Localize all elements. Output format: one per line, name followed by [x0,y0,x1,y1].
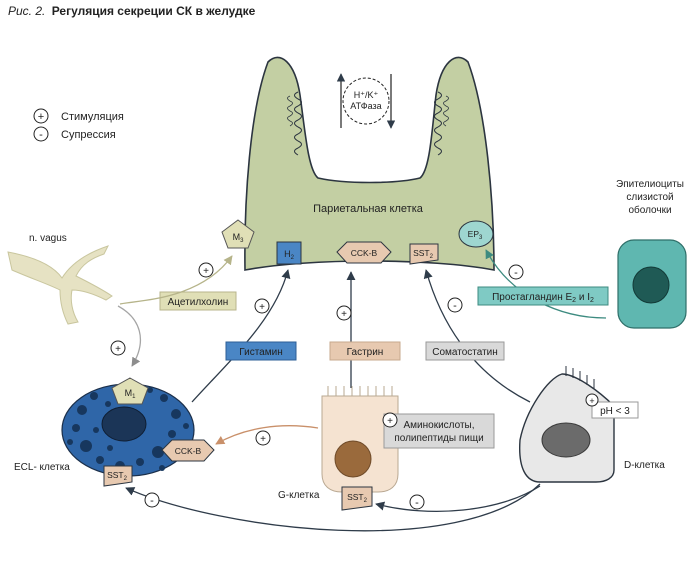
parietal-cell-label: Париетальная клетка [313,203,424,215]
svg-text:SST2: SST2 [107,470,128,482]
svg-text:+: + [38,111,44,123]
svg-text:EP3: EP3 [468,229,483,241]
histamine-plus-icon [254,298,270,314]
histamine-arrow [191,269,291,403]
svg-text:-: - [415,497,419,509]
svg-text:+: + [203,266,209,277]
legend: + Стимуляция - Супрессия [33,108,124,142]
svg-text:+: + [589,396,594,406]
suppression-legend-label: Супрессия [61,129,116,141]
gastrin-plus-icon [336,305,352,321]
d-cell-label: D-клетка [624,460,665,471]
vagus-nerve: n. vagus [7,233,113,325]
svg-text:-: - [453,300,457,312]
svg-text:M3: M3 [233,232,245,244]
figure-caption: Рис. 2. Регуляция секреции СК в желудке [8,4,256,18]
svg-text:Гистамин: Гистамин [239,347,282,358]
vagus-to-ecl-arrow [117,305,142,367]
histamine-label: Гистамин [225,341,297,361]
svg-text:M1: M1 [125,388,137,400]
sst2-receptor: SST2 [409,243,439,265]
svg-text:полипептиды пищи: полипептиды пищи [394,433,483,444]
svg-text:+: + [341,309,347,320]
d-g-minus-icon [409,494,425,510]
svg-text:SST2: SST2 [347,492,368,504]
h2-receptor: H2 [276,241,302,265]
g-cell-stimulus-label: Аминокислоты, полипептиды пищи [383,413,495,449]
svg-text:-: - [150,495,154,507]
ecl-cell-label: ECL- клетка [14,462,70,473]
proton-pump-label-1: H⁺/K⁺ [354,90,379,100]
ecl-nucleus [101,406,147,442]
svg-text:Простагландин E2 и I2: Простагландин E2 и I2 [492,292,594,304]
svg-text:Эпителиоциты: Эпителиоциты [616,179,684,190]
vagus-label: n. vagus [29,233,67,244]
cckb-receptor: CCK-B [336,241,392,264]
d-to-g-arrow [375,485,541,512]
ecl-m1-receptor [111,377,149,405]
svg-text:pH < 3: pH < 3 [600,406,630,417]
g-cell-label: G-клетка [278,490,320,501]
g-cell: SST2 G-клетка [278,386,399,511]
stimulation-legend-icon [33,108,49,124]
svg-text:+: + [259,302,265,313]
g-cell-stimulus-plus-icon [382,412,398,428]
d-ecl-minus-icon [144,492,160,508]
proton-pump-circle [342,77,390,125]
somatostatin-minus-icon [447,297,463,313]
microvilli-right [434,91,442,156]
svg-text:-: - [514,267,518,279]
svg-text:Ацетилхолин: Ацетилхолин [168,297,229,308]
vagus-ecl-plus-icon [110,340,126,356]
svg-text:Аминокислоты,: Аминокислоты, [403,420,474,431]
ecl-sst2-receptor [103,465,133,487]
gastrin-to-ecl-arrow [215,425,319,445]
ecl-cckb-receptor [161,439,215,462]
prostaglandin-minus-icon [508,264,524,280]
svg-text:SST2: SST2 [413,248,434,260]
ep3-receptor: EP3 [458,220,494,248]
acetylcholine-arrow [119,255,233,305]
svg-text:Гастрин: Гастрин [347,347,384,358]
prostaglandin-arrow [485,249,607,319]
microvilli-left [294,91,302,156]
ecl-cell: M1 CCK-B SST2 ECL- клетка [14,377,215,487]
proton-pump-label-2: АТФаза [350,101,381,111]
parietal-cell-body [244,56,495,271]
g-cell-nucleus [334,440,372,478]
epithelial-cell: Эпителиоциты слизистой оболочки [616,179,687,329]
g-cell-sst2-receptor [341,486,373,511]
somatostatin-label: Соматостатин [425,341,505,361]
suppression-legend-icon [33,126,49,142]
parietal-cell: Париетальная клетка [244,56,495,271]
acetylcholine-plus-icon [198,262,214,278]
svg-text:+: + [260,434,266,445]
d-cell-nucleus [541,422,591,458]
svg-text:+: + [115,344,121,355]
d-cell-stimulus-label: pH < 3 [591,401,639,419]
gastrin-label: Гастрин [329,341,401,361]
svg-text:слизистой: слизистой [626,192,673,203]
g-cell-microvilli [327,386,393,396]
stimulation-legend-label: Стимуляция [61,111,124,123]
d-cell-microvilli [565,366,595,389]
prostaglandin-label: Простагландин E2 и I2 [477,286,609,306]
m3-receptor: M3 [221,219,255,249]
proton-pump: H⁺/K⁺ АТФаза [336,73,396,129]
svg-text:CCK-B: CCK-B [351,248,378,258]
gastrin-ecl-plus-icon [255,430,271,446]
svg-text:-: - [39,129,43,141]
svg-text:H2: H2 [284,249,295,261]
d-to-ecl-arrow [125,483,541,532]
svg-text:CCK-B: CCK-B [175,446,202,456]
svg-text:Соматостатин: Соматостатин [432,347,498,358]
d-cell: D-клетка [519,366,665,483]
acetylcholine-label: Ацетилхолин [159,291,237,311]
ecl-granules [67,387,189,471]
svg-text:оболочки: оболочки [628,204,671,216]
epithelial-nucleus [632,266,670,304]
svg-text:+: + [387,416,393,427]
d-cell-stimulus-plus-icon [585,393,599,407]
